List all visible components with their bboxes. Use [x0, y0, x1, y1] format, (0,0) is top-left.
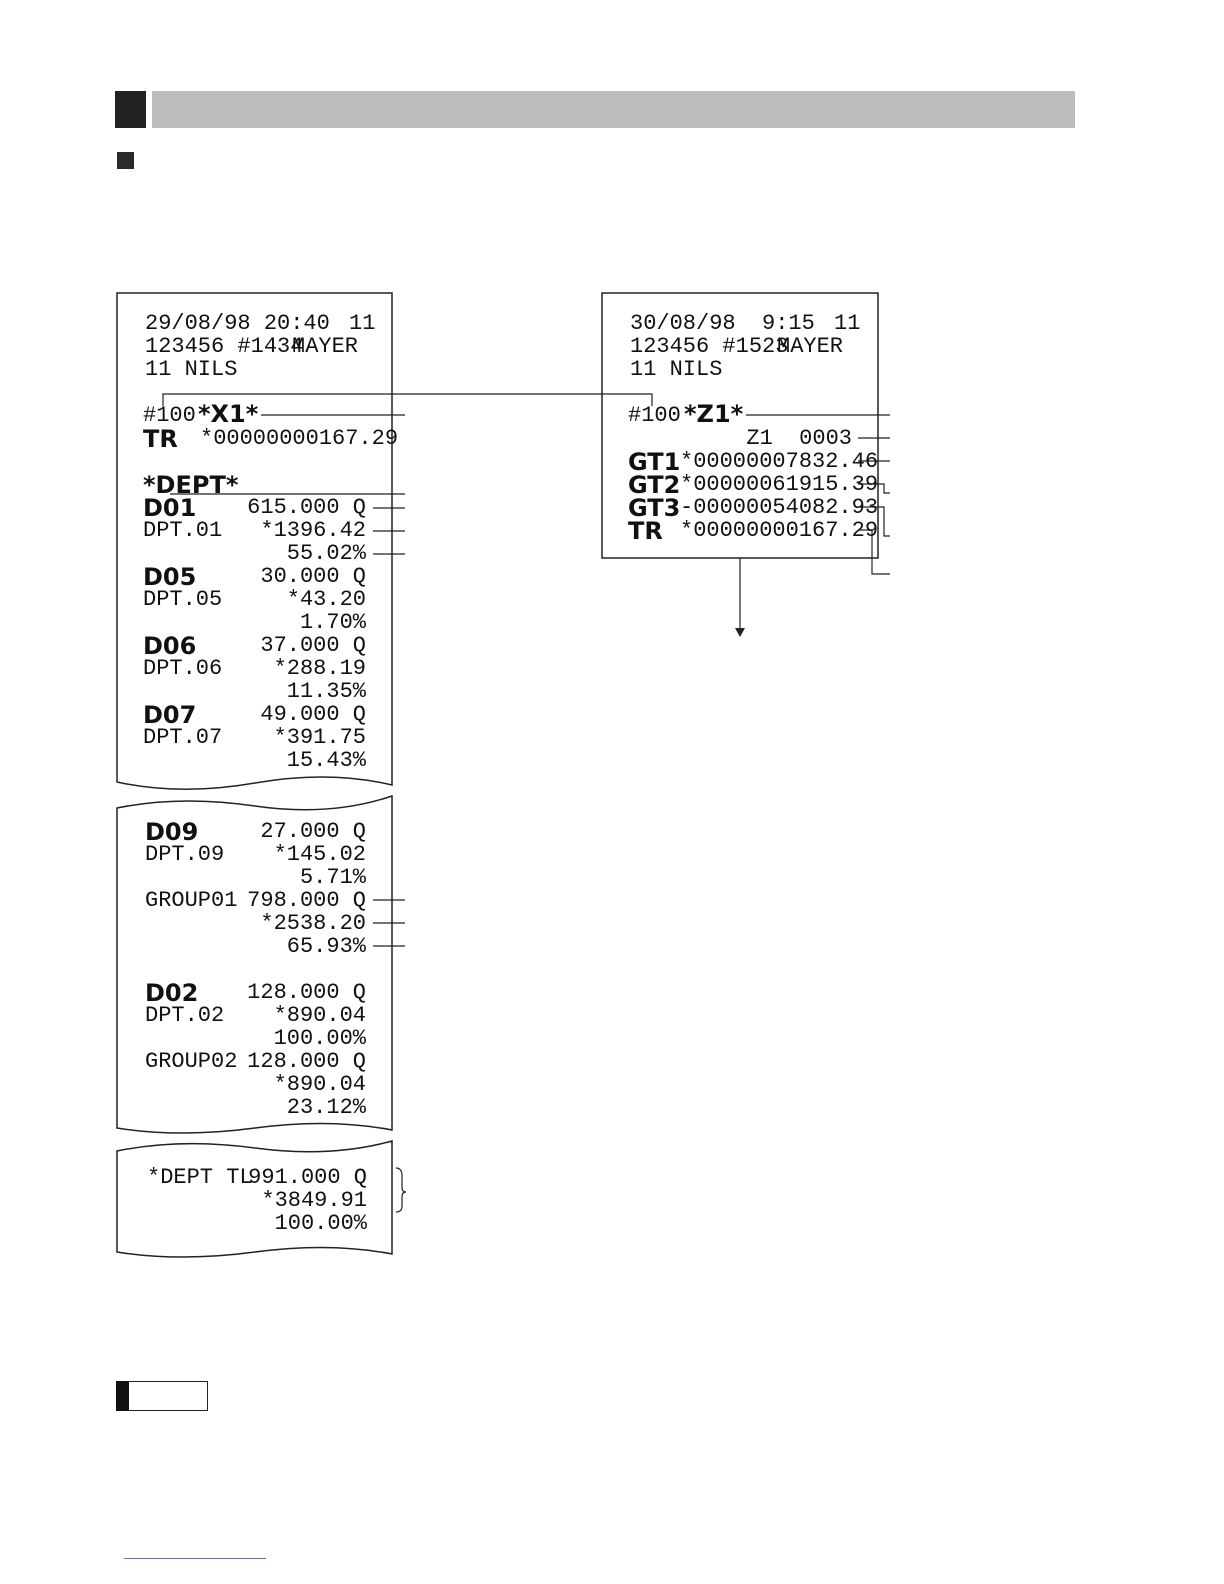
x-dept-amount: *43.20	[286, 587, 366, 612]
z-counter: Z1 0003	[746, 426, 852, 451]
x-total-qty: 991.000 Q	[248, 1165, 367, 1190]
x-dept-qty: 49.000 Q	[260, 702, 366, 727]
x-group-amount: *890.04	[273, 1072, 366, 1097]
x-dept-qty: 30.000 Q	[260, 564, 366, 589]
x-dept-amount: *890.04	[273, 1003, 366, 1028]
x-dept-code: D05	[143, 563, 197, 591]
x-group-qty: 128.000 Q	[247, 1049, 366, 1074]
x-clerk-name: MAYER	[292, 334, 359, 359]
x-dept-code: D02	[145, 979, 199, 1007]
x-dept-pct: 15.43%	[286, 748, 366, 773]
x-dept-amount: *1396.42	[260, 518, 366, 543]
x-dept-amount: *145.02	[273, 842, 366, 867]
z-register-no: 11	[834, 311, 861, 336]
z-tr-label: TR	[628, 517, 663, 545]
z-clerk-code: 11 NILS	[630, 357, 723, 382]
x-group-amount: *2538.20	[260, 911, 366, 936]
x-dept-code: D01	[143, 494, 197, 522]
z-gt1-value: *00000007832.46	[680, 449, 879, 474]
x-dept-qty: 128.000 Q	[247, 980, 366, 1005]
x-dept-name: DPT.09	[145, 842, 225, 867]
footer-link-line[interactable]	[124, 1558, 266, 1559]
x-group-pct: 23.12%	[286, 1095, 366, 1120]
x-dept-pct: 1.70%	[299, 610, 366, 635]
x-dept-amount: *391.75	[273, 725, 366, 750]
z-report-type: *Z1*	[684, 400, 744, 428]
z-report-no: #100	[628, 403, 681, 428]
x-tr-label: TR	[143, 425, 178, 453]
x-dept-name: DPT.01	[143, 518, 223, 543]
x-dept-code: D09	[145, 818, 199, 846]
x-group-label: GROUP02	[145, 1049, 238, 1074]
z-clerk-name: MAYER	[777, 334, 844, 359]
section-title-bar	[152, 91, 1075, 128]
z-consecutive: 123456 #1523	[630, 334, 789, 359]
note-marker	[116, 1381, 129, 1411]
x-clerk-code: 11 NILS	[145, 357, 238, 382]
x-dept-name: DPT.05	[143, 587, 223, 612]
x-report-type: *X1*	[198, 400, 259, 428]
x-tr-value: *00000000167.29	[200, 426, 399, 451]
section-number-block	[115, 91, 146, 128]
x-dept-code: D07	[143, 701, 197, 729]
x-total-amount: *3849.91	[261, 1188, 367, 1213]
subsection-bullet	[117, 152, 134, 169]
x-report-no: #100	[143, 403, 196, 428]
x-dept-qty: 27.000 Q	[260, 819, 366, 844]
x-dept-name: DPT.07	[143, 725, 223, 750]
x-group-qty: 798.000 Q	[247, 888, 366, 913]
x-total-pct: 100.00%	[274, 1211, 367, 1236]
x-datetime: 29/08/98 20:40	[145, 311, 330, 336]
x-dept-pct: 100.00%	[273, 1026, 366, 1051]
x-group-pct: 65.93%	[286, 934, 366, 959]
x-consecutive: 123456 #1434	[145, 334, 304, 359]
z-gt2-value: *00000061915.39	[680, 472, 879, 497]
x-dept-code: D06	[143, 632, 197, 660]
x-dept-qty: 615.000 Q	[247, 495, 366, 520]
x-dept-pct: 11.35%	[286, 679, 366, 704]
x-dept-qty: 37.000 Q	[260, 633, 366, 658]
x-dept-name: DPT.06	[143, 656, 223, 681]
x-dept-amount: *288.19	[273, 656, 366, 681]
z-tr-value: *00000000167.29	[680, 518, 879, 543]
z-gt3-value: -00000054082.93	[680, 495, 879, 520]
x-group-label: GROUP01	[145, 888, 238, 913]
z-gt1-label: GT1	[628, 448, 681, 476]
x-dept-name: DPT.02	[145, 1003, 225, 1028]
z-gt3-label: GT3	[628, 494, 681, 522]
x-dept-pct: 55.02%	[286, 541, 366, 566]
x-total-label: *DEPT TL	[147, 1165, 253, 1190]
z-gt2-label: GT2	[628, 471, 681, 499]
x-dept-heading: *DEPT*	[143, 471, 239, 499]
x-register-no: 11	[349, 311, 376, 336]
note-box	[116, 1381, 208, 1411]
x-dept-pct: 5.71%	[299, 865, 366, 890]
z-datetime: 30/08/98 9:15	[630, 311, 815, 336]
